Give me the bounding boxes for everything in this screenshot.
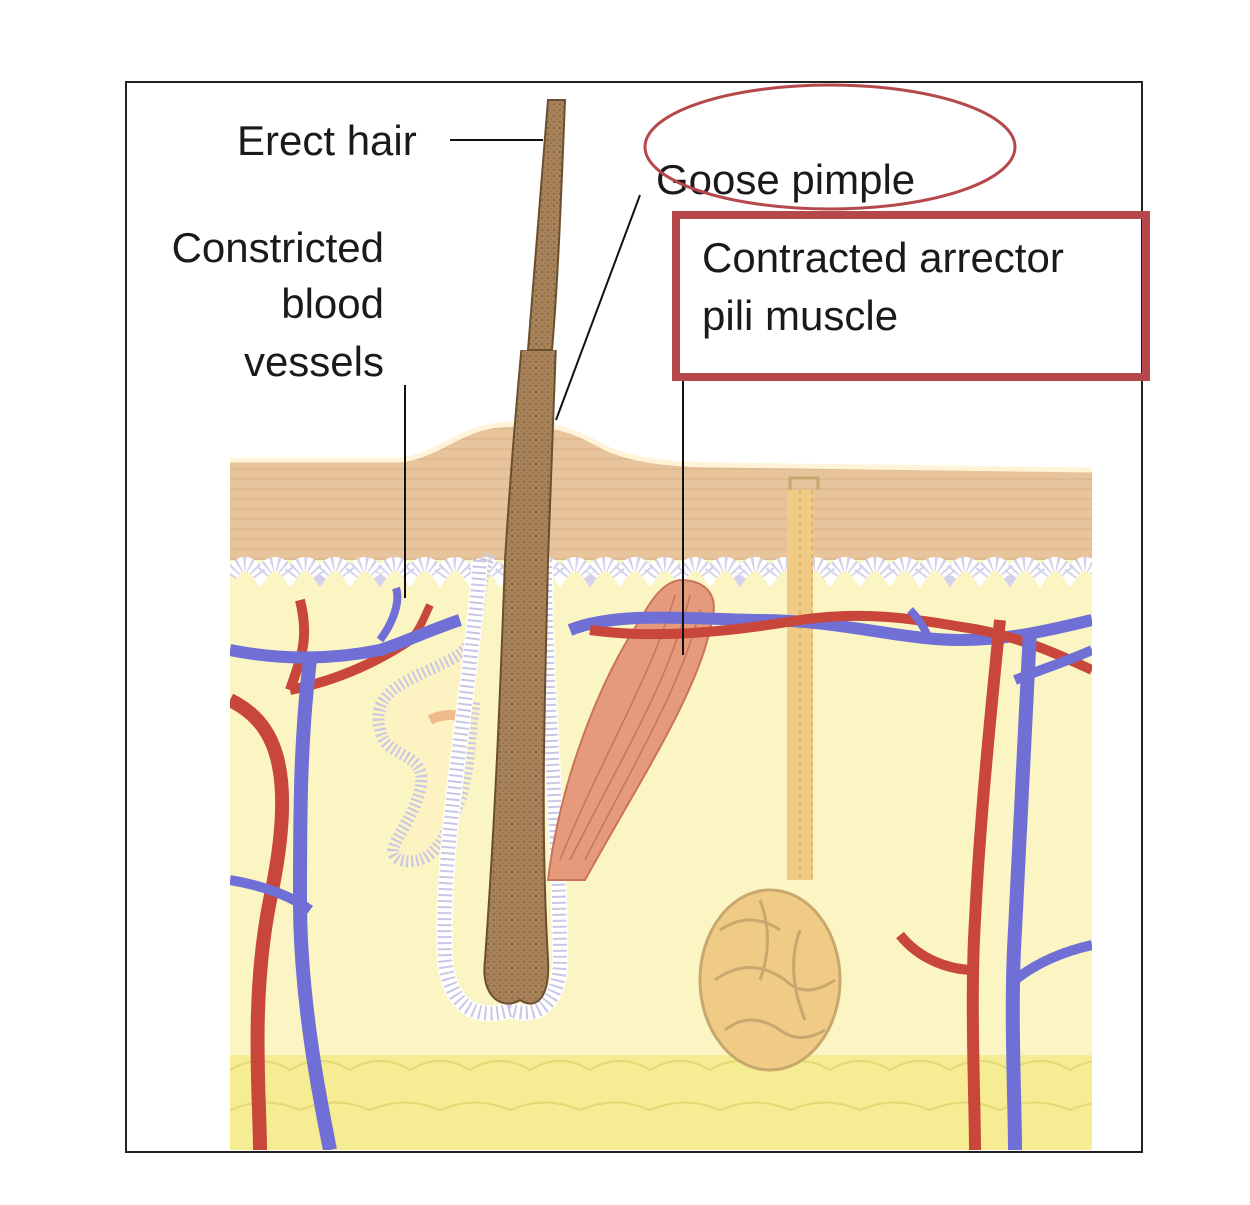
blood-vessels-left	[230, 586, 462, 1150]
skin-cross-section	[230, 350, 1092, 1150]
fat-layer	[230, 1055, 1092, 1150]
label-constricted-2: blood	[281, 280, 384, 327]
goose-pimple-leader	[555, 194, 641, 421]
sweat-gland	[698, 476, 842, 1072]
label-constricted-3: vessels	[244, 338, 384, 385]
label-constricted-1: Constricted	[172, 224, 384, 271]
label-goose-pimple: Goose pimple	[656, 156, 915, 203]
epidermis-layer	[230, 423, 1092, 560]
erect-hair-upper	[526, 99, 567, 351]
label-arrector-2: pili muscle	[702, 292, 898, 339]
goose-pimple-highlight-ellipse	[643, 83, 1017, 211]
blood-vessels-right	[567, 607, 1092, 1150]
arrector-highlight-box	[672, 211, 1150, 381]
label-arrector-1: Contracted arrector	[702, 234, 1064, 281]
erect-hair-shaft	[483, 350, 558, 1005]
label-erect-hair: Erect hair	[237, 117, 417, 164]
